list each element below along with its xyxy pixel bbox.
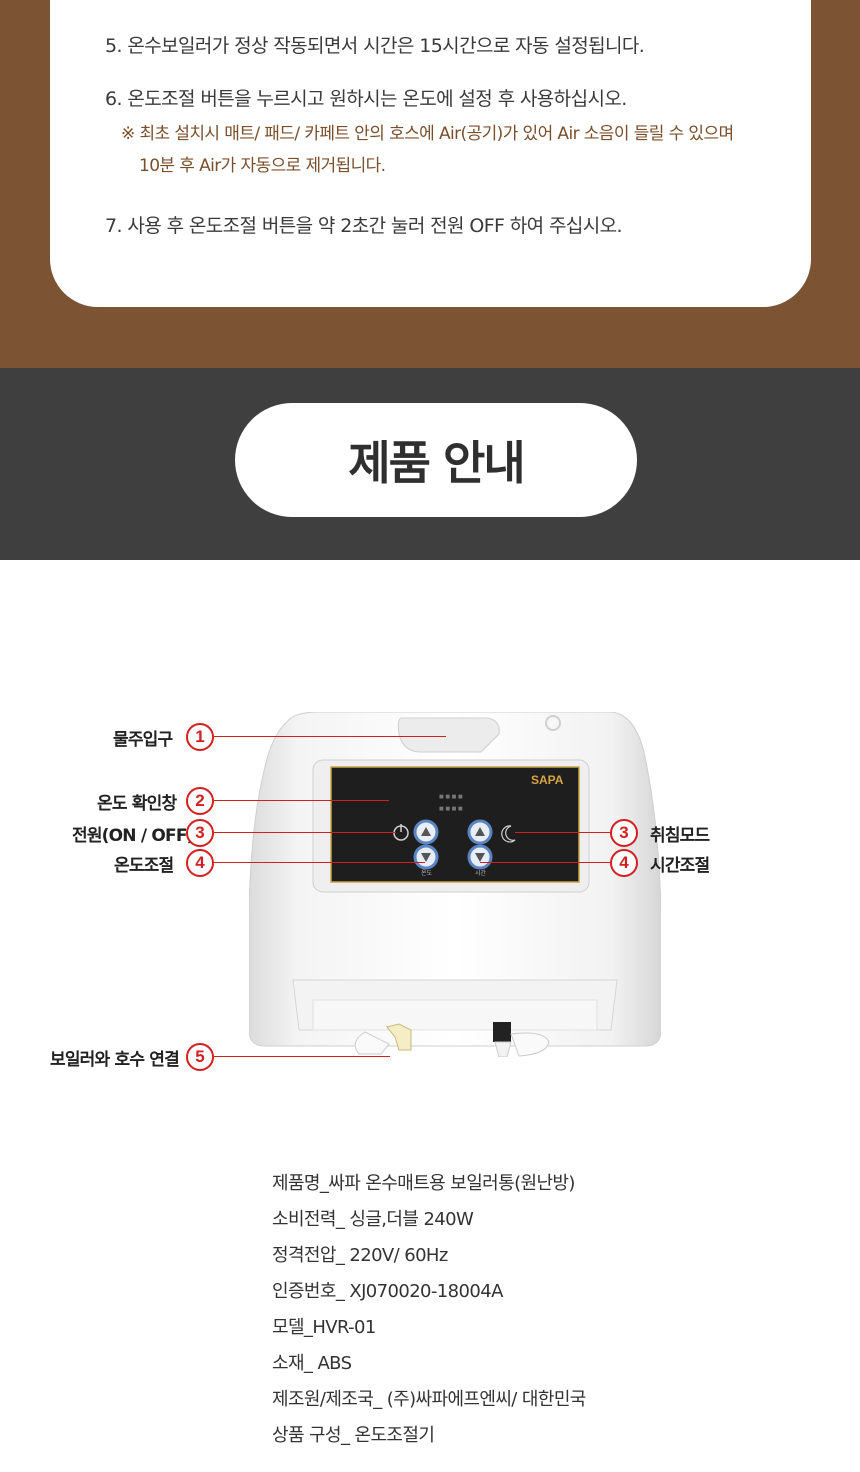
callout-number-4-right: 4 <box>610 849 638 877</box>
spec-certification-number: 인증번호_ XJ070020-18004A <box>272 1281 503 1302</box>
instruction-note-line-1: ※ 최초 설치시 매트/ 패드/ 카페트 안의 호스에 Air(공기)가 있어 … <box>121 124 734 144</box>
section-title: 제품 안내 <box>348 436 525 490</box>
callout-number-2: 2 <box>186 787 214 815</box>
spec-material: 소재_ ABS <box>272 1353 352 1374</box>
callout-line-5 <box>214 1056 390 1057</box>
panel-brand-logo: SAPA <box>531 773 564 787</box>
svg-text:■ ■ ■ ■: ■ ■ ■ ■ <box>439 806 463 812</box>
callout-label-hose-connection: 보일러와 호수 연결 <box>50 1050 180 1070</box>
callout-line-4-right <box>480 862 611 863</box>
callout-label-temp-display: 온도 확인창 <box>97 794 177 814</box>
callout-label-time-control: 시간조절 <box>650 856 710 876</box>
callout-line-1 <box>214 736 446 737</box>
instructions-card <box>50 0 811 307</box>
spec-product-name: 제품명_싸파 온수매트용 보일러통(원난방) <box>272 1173 575 1194</box>
callout-number-3-left: 3 <box>186 819 214 847</box>
panel-time-label: 시간 <box>475 869 487 877</box>
callout-label-sleep-mode: 취침모드 <box>650 826 710 846</box>
callout-label-water-inlet: 물주입구 <box>113 730 173 750</box>
boiler-product-image: SAPA ■ ■ ■ ■ ■ ■ ■ ■ 온도 시간 <box>249 712 661 1057</box>
callout-line-3-left <box>214 832 396 833</box>
spec-model: 모델_HVR-01 <box>272 1317 376 1338</box>
instruction-step-7: 7. 사용 후 온도조절 버튼을 약 2초간 눌러 전원 OFF 하여 주십시오… <box>105 215 623 237</box>
instruction-step-6: 6. 온도조절 버튼을 누르시고 원하시는 온도에 설정 후 사용하십시오. <box>105 88 627 110</box>
spec-manufacturer: 제조원/제조국_ (주)싸파에프엔씨/ 대한민국 <box>272 1389 586 1410</box>
callout-number-5: 5 <box>186 1043 214 1071</box>
callout-line-3-right <box>515 832 611 833</box>
spec-power-consumption: 소비전력_ 싱글,더블 240W <box>272 1209 474 1230</box>
panel-temp-label: 온도 <box>421 870 433 877</box>
section-title-pill: 제품 안내 <box>235 403 637 517</box>
instruction-note-line-2: 10분 후 Air가 자동으로 제거됩니다. <box>139 156 386 176</box>
instruction-step-5: 5. 온수보일러가 정상 작동되면서 시간은 15시간으로 자동 설정됩니다. <box>105 35 645 57</box>
callout-label-power: 전원(ON / OFF) <box>72 826 194 846</box>
callout-number-3-right: 3 <box>610 819 638 847</box>
spec-package-contents: 상품 구성_ 온도조절기 <box>272 1425 435 1446</box>
spec-rated-voltage: 정격전압_ 220V/ 60Hz <box>272 1245 448 1266</box>
callout-line-2 <box>214 800 389 801</box>
callout-number-1: 1 <box>186 723 214 751</box>
svg-text:■ ■ ■ ■: ■ ■ ■ ■ <box>439 794 463 800</box>
callout-label-temp-control: 온도조절 <box>114 856 174 876</box>
callout-line-4-left <box>214 862 425 863</box>
callout-number-4-left: 4 <box>186 849 214 877</box>
